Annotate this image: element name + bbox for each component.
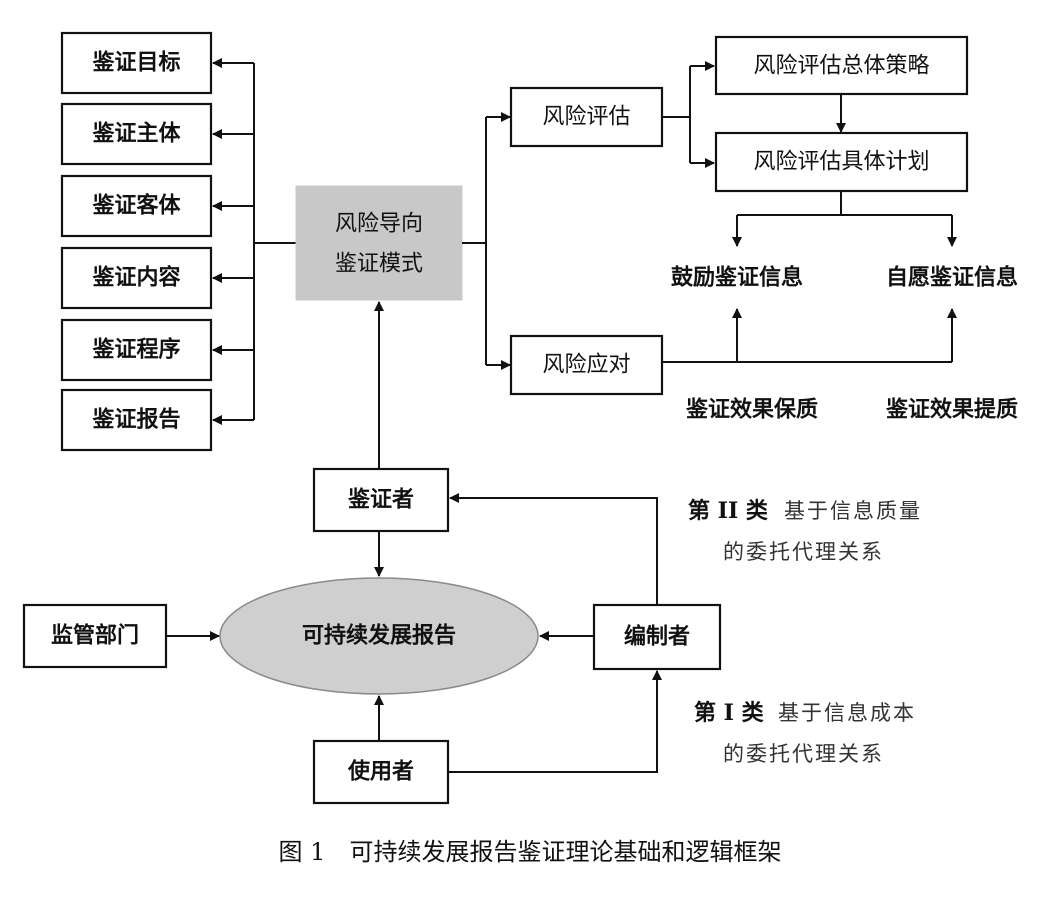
quality-assurance-label: 鉴证效果保质 xyxy=(685,397,818,423)
risk-response-box: 风险应对 xyxy=(509,334,664,396)
specific-plan-box: 风险评估具体计划 xyxy=(714,131,969,193)
risk-assessment-box: 风险评估 xyxy=(509,86,664,148)
compiler-box: 编制者 xyxy=(592,603,722,671)
arrow-compiler-to-verifier xyxy=(449,493,658,605)
left-box-subject: 鉴证主体 xyxy=(60,102,213,166)
arrow-user-to-compiler xyxy=(448,670,662,773)
user-box: 使用者 xyxy=(312,739,450,805)
sustainability-report-ellipse: 可持续发展报告 xyxy=(219,577,539,695)
left-box-goal-label: 鉴证目标 xyxy=(91,50,180,76)
risk-response-label: 风险应对 xyxy=(542,353,630,378)
quality-improvement-label: 鉴证效果提质 xyxy=(885,397,1018,423)
encourage-info-label: 鼓励鉴证信息 xyxy=(671,265,803,291)
regulator-label: 监管部门 xyxy=(51,623,139,649)
overall-strategy-box: 风险评估总体策略 xyxy=(714,35,969,96)
class1-annotation: 第 I 类 基于信息成本 的委托代理关系 xyxy=(694,700,916,766)
specific-plan-label: 风险评估具体计划 xyxy=(753,150,929,175)
overall-strategy-label: 风险评估总体策略 xyxy=(753,54,929,79)
left-box-goal: 鉴证目标 xyxy=(60,31,213,95)
center-box-line1: 风险导向 xyxy=(335,212,423,237)
left-box-procedure: 鉴证程序 xyxy=(60,318,213,382)
left-box-report-label: 鉴证报告 xyxy=(91,408,180,433)
class1-lead: 第 I 类 xyxy=(694,700,765,726)
left-box-object: 鉴证客体 xyxy=(60,174,213,238)
class2-line2: 的委托代理关系 xyxy=(723,540,884,564)
class2-line1: 基于信息质量 xyxy=(784,499,922,523)
verifier-label: 鉴证者 xyxy=(347,488,414,513)
left-box-content-label: 鉴证内容 xyxy=(91,265,180,291)
left-box-object-label: 鉴证客体 xyxy=(91,193,181,219)
center-box-line2: 鉴证模式 xyxy=(335,252,423,277)
left-box-report: 鉴证报告 xyxy=(60,388,213,452)
regulator-box: 监管部门 xyxy=(22,603,168,669)
left-box-content: 鉴证内容 xyxy=(60,246,213,310)
left-box-procedure-label: 鉴证程序 xyxy=(91,337,180,363)
figure-caption: 图 1 可持续发展报告鉴证理论基础和逻辑框架 xyxy=(279,838,782,866)
compiler-label: 编制者 xyxy=(624,624,690,650)
user-label: 使用者 xyxy=(347,760,414,785)
class2-annotation: 第 II 类 基于信息质量 的委托代理关系 xyxy=(688,498,922,564)
center-box: 风险导向 鉴证模式 xyxy=(295,185,463,301)
sustainability-report-label: 可持续发展报告 xyxy=(302,623,456,649)
voluntary-info-label: 自愿鉴证信息 xyxy=(886,265,1018,291)
class2-lead: 第 II 类 xyxy=(688,498,769,524)
left-box-subject-label: 鉴证主体 xyxy=(91,122,181,147)
class1-line1: 基于信息成本 xyxy=(778,701,916,725)
verifier-box: 鉴证者 xyxy=(312,467,450,533)
class1-line2: 的委托代理关系 xyxy=(723,742,884,766)
risk-assessment-label: 风险评估 xyxy=(542,105,630,130)
